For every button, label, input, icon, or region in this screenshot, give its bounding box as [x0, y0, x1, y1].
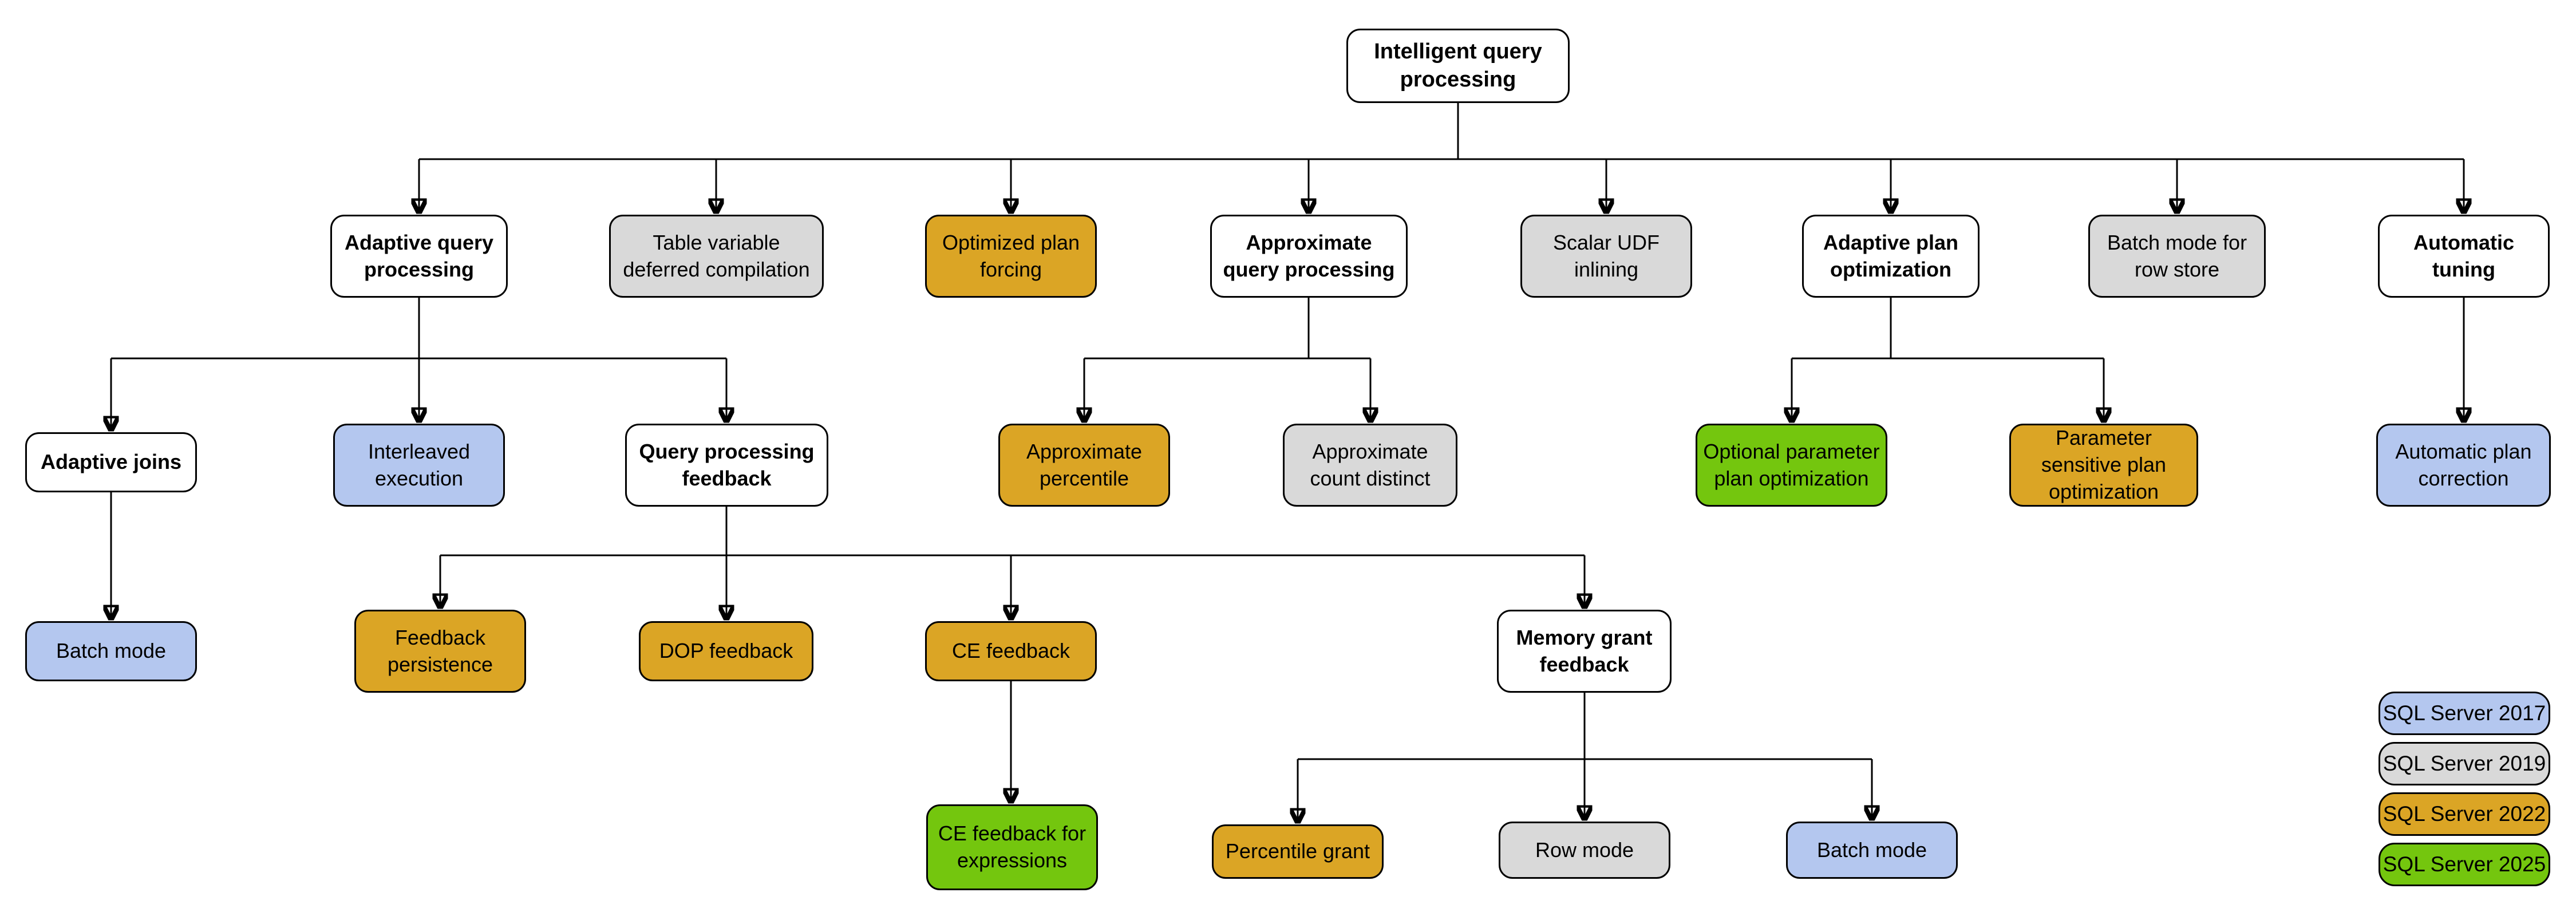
node-label: Automatic tuning	[2413, 230, 2514, 281]
legend-label: SQL Server 2025	[2383, 852, 2546, 876]
node-optional-parameter-plan-optimization: Optional parameter plan optimization	[1696, 424, 1887, 507]
node-label: Approximate count distinct	[1310, 439, 1431, 490]
node-label: Scalar UDF inlining	[1552, 230, 1660, 281]
node-optimized-plan-forcing: Optimized plan forcing	[925, 215, 1097, 298]
legend-sql-server-2019: SQL Server 2019	[2379, 742, 2550, 785]
node-batch-mode-memory-grant: Batch mode	[1786, 822, 1958, 879]
node-memory-grant-feedback: Memory grant feedback	[1497, 610, 1672, 693]
node-label: Batch mode for row store	[2107, 230, 2247, 281]
legend-sql-server-2022: SQL Server 2022	[2379, 792, 2550, 836]
node-table-variable-deferred-compilation: Table variable deferred compilation	[609, 215, 824, 298]
node-automatic-tuning: Automatic tuning	[2378, 215, 2550, 298]
node-label: Memory grant feedback	[1516, 625, 1653, 676]
node-adaptive-plan-optimization: Adaptive plan optimization	[1802, 215, 1980, 298]
node-label: Approximate query processing	[1223, 230, 1395, 281]
node-label: Automatic plan correction	[2395, 439, 2532, 490]
node-label: Adaptive joins	[40, 450, 182, 474]
node-label: Batch mode	[1816, 838, 1927, 862]
node-batch-mode-adaptive-joins: Batch mode	[25, 621, 197, 681]
legend-label: SQL Server 2022	[2383, 802, 2546, 826]
node-label: Parameter sensitive plan optimization	[2041, 426, 2167, 503]
node-label: Adaptive query processing	[344, 230, 494, 281]
node-adaptive-query-processing: Adaptive query processing	[330, 215, 508, 298]
node-approximate-count-distinct: Approximate count distinct	[1283, 424, 1457, 507]
node-feedback-persistence: Feedback persistence	[354, 610, 526, 693]
node-label: Query processing feedback	[639, 439, 815, 490]
node-label: Percentile grant	[1225, 839, 1370, 863]
node-label: Row mode	[1535, 838, 1634, 862]
node-row-mode: Row mode	[1499, 822, 1670, 879]
node-label: Table variable deferred compilation	[623, 230, 810, 281]
node-label: CE feedback	[951, 639, 1070, 663]
node-label: Batch mode	[56, 639, 167, 663]
node-label: Intelligent query processing	[1374, 39, 1542, 92]
legend-sql-server-2017: SQL Server 2017	[2379, 692, 2550, 735]
legend-sql-server-2025: SQL Server 2025	[2379, 843, 2550, 886]
node-dop-feedback: DOP feedback	[639, 621, 813, 681]
node-query-processing-feedback: Query processing feedback	[625, 424, 828, 507]
node-label: Approximate percentile	[1026, 439, 1143, 490]
legend-label: SQL Server 2017	[2383, 701, 2546, 725]
node-label: CE feedback for expressions	[938, 822, 1086, 872]
node-batch-mode-for-row-store: Batch mode for row store	[2088, 215, 2266, 298]
node-percentile-grant: Percentile grant	[1212, 824, 1384, 879]
node-label: Adaptive plan optimization	[1823, 230, 1959, 281]
node-ce-feedback-for-expressions: CE feedback for expressions	[926, 804, 1098, 890]
node-approximate-percentile: Approximate percentile	[998, 424, 1170, 507]
node-automatic-plan-correction: Automatic plan correction	[2376, 424, 2551, 507]
node-label: Optimized plan forcing	[942, 230, 1080, 281]
node-parameter-sensitive-plan-optimization: Parameter sensitive plan optimization	[2009, 424, 2198, 507]
node-intelligent-query-processing: Intelligent query processing	[1346, 29, 1570, 103]
node-label: Interleaved execution	[368, 439, 471, 490]
node-approximate-query-processing: Approximate query processing	[1210, 215, 1408, 298]
node-label: Feedback persistence	[387, 625, 493, 676]
legend-label: SQL Server 2019	[2383, 752, 2546, 775]
node-ce-feedback: CE feedback	[925, 621, 1097, 681]
node-label: DOP feedback	[659, 639, 793, 663]
node-label: Optional parameter plan optimization	[1703, 439, 1880, 490]
node-interleaved-execution: Interleaved execution	[333, 424, 505, 507]
node-adaptive-joins: Adaptive joins	[25, 432, 197, 492]
node-scalar-udf-inlining: Scalar UDF inlining	[1520, 215, 1692, 298]
